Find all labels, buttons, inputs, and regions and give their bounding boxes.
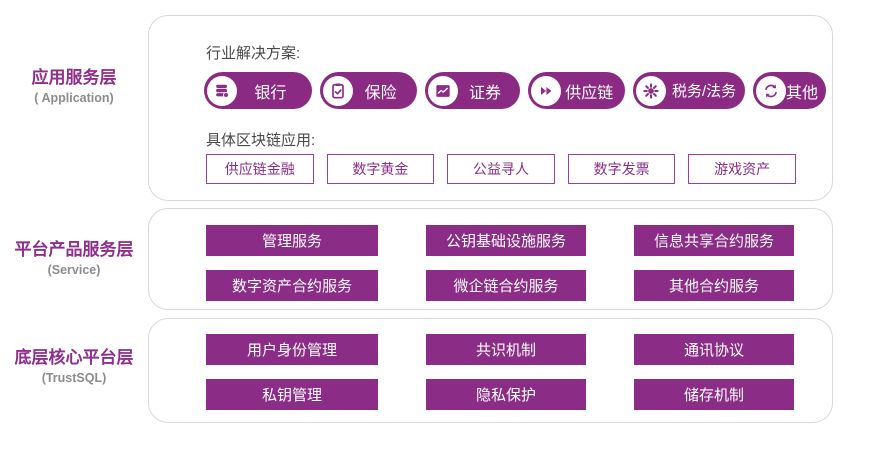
service-box-digital-asset-contract: 数字资产合约服务 bbox=[206, 270, 378, 301]
sync-arrows-icon bbox=[756, 75, 786, 106]
service-box-info-sharing-contract: 信息共享合约服务 bbox=[634, 225, 794, 256]
pill-label: 税务/法务 bbox=[672, 83, 737, 100]
coins-stack-icon bbox=[207, 75, 237, 106]
core-box-identity-management: 用户身份管理 bbox=[206, 334, 378, 365]
layer-label-application: 应用服务层 ( Application) bbox=[0, 68, 148, 106]
service-box-sme-chain-contract: 微企链合约服务 bbox=[426, 270, 586, 301]
pill-label: 保险 bbox=[364, 84, 397, 102]
pill-other: 其他 bbox=[753, 72, 826, 109]
layer-subtitle: (Service) bbox=[47, 263, 101, 277]
app-box-supply-chain-finance: 供应链金融 bbox=[206, 154, 314, 184]
chart-box-icon bbox=[427, 75, 458, 106]
layer-label-service: 平台产品服务层 (Service) bbox=[0, 240, 148, 278]
service-layer-panel: 管理服务 公钥基础设施服务 信息共享合约服务 数字资产合约服务 微企链合约服务 … bbox=[148, 208, 833, 310]
trustsql-layer-panel: 用户身份管理 共识机制 通讯协议 私钥管理 隐私保护 储存机制 bbox=[148, 318, 833, 423]
pill-supply-chain: 供应链 bbox=[528, 72, 626, 109]
app-box-digital-gold: 数字黄金 bbox=[326, 154, 435, 184]
gear-icon bbox=[636, 75, 667, 106]
layer-subtitle: (TrustSQL) bbox=[41, 371, 107, 385]
layer-title: 应用服务层 bbox=[31, 68, 117, 87]
trustsql-boxes: 用户身份管理 共识机制 通讯协议 私钥管理 隐私保护 储存机制 bbox=[206, 334, 794, 410]
pill-insurance: 保险 bbox=[319, 72, 417, 109]
clipboard-check-icon bbox=[322, 75, 353, 106]
industry-solutions-heading: 行业解决方案: bbox=[206, 45, 301, 62]
layer-title: 底层核心平台层 bbox=[14, 348, 134, 367]
blockchain-apps-heading: 具体区块链应用: bbox=[206, 132, 316, 149]
core-box-private-key-management: 私钥管理 bbox=[206, 379, 378, 410]
service-box-other-contract: 其他合约服务 bbox=[634, 270, 794, 301]
core-box-storage-mechanism: 储存机制 bbox=[634, 379, 794, 410]
app-box-digital-invoice: 数字发票 bbox=[567, 154, 676, 184]
industry-solution-pills: 银行 保险 证券 供应链 bbox=[204, 72, 826, 109]
fast-forward-icon bbox=[531, 75, 562, 106]
layer-subtitle: ( Application) bbox=[34, 91, 114, 105]
pill-label: 供应链 bbox=[565, 84, 614, 102]
pill-label: 银行 bbox=[254, 84, 287, 102]
pill-bank: 银行 bbox=[204, 72, 312, 109]
core-box-communication-protocol: 通讯协议 bbox=[634, 334, 794, 365]
blockchain-apps-row: 供应链金融 数字黄金 公益寻人 数字发票 游戏资产 bbox=[206, 154, 796, 184]
application-layer-panel: 行业解决方案: 银行 保险 证券 bbox=[148, 15, 833, 201]
pill-tax-legal: 税务/法务 bbox=[633, 72, 745, 109]
pill-label: 其他 bbox=[786, 84, 819, 102]
pill-securities: 证券 bbox=[424, 72, 521, 109]
layer-label-trustsql: 底层核心平台层 (TrustSQL) bbox=[0, 348, 148, 386]
app-box-charity-search: 公益寻人 bbox=[447, 154, 555, 184]
layer-title: 平台产品服务层 bbox=[14, 240, 134, 259]
pill-label: 证券 bbox=[468, 84, 501, 102]
core-box-consensus: 共识机制 bbox=[426, 334, 586, 365]
service-box-pki: 公钥基础设施服务 bbox=[426, 225, 586, 256]
service-box-management: 管理服务 bbox=[206, 225, 378, 256]
app-box-game-assets: 游戏资产 bbox=[688, 154, 796, 184]
core-box-privacy-protection: 隐私保护 bbox=[426, 379, 586, 410]
service-boxes: 管理服务 公钥基础设施服务 信息共享合约服务 数字资产合约服务 微企链合约服务 … bbox=[206, 225, 794, 301]
